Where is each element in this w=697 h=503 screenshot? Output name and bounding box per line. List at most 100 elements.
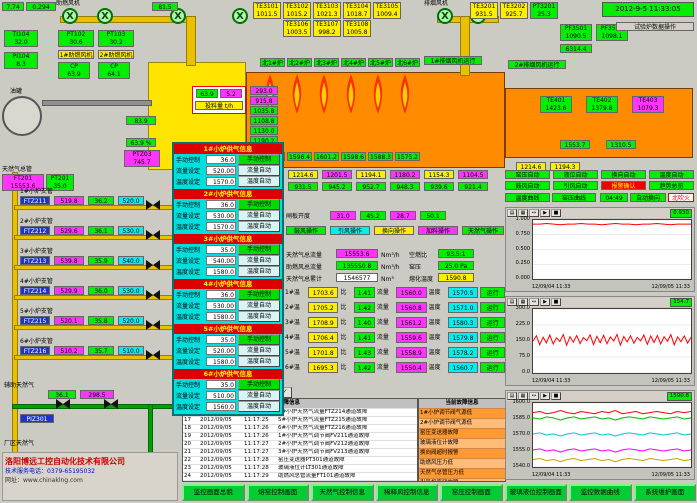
burner-gas-value[interactable]: 35.0	[206, 245, 236, 254]
blower-auto-button[interactable]: 鼓风自动	[505, 181, 550, 190]
burner-gas-value[interactable]: 1560.0	[206, 402, 236, 411]
chart-span-icon[interactable]: ↔	[529, 298, 539, 306]
burner-mode-button[interactable]: 温度自动	[238, 356, 280, 367]
fault-row[interactable]: 引风机变频故障	[419, 478, 505, 481]
burner-gas-value[interactable]: 530.00	[206, 301, 236, 310]
valve-icon[interactable]	[146, 320, 160, 330]
nav-button-3[interactable]: 天然气控制信息	[311, 484, 374, 501]
nav-button-6[interactable]: 玻璃液位控制画面	[504, 484, 567, 501]
fault-row[interactable]: 1#小炉调节阀气源低	[419, 408, 505, 418]
burner-mode-button[interactable]: 流量自动	[238, 255, 280, 266]
burner-gas-value[interactable]: 1570.0	[206, 222, 236, 231]
burner-mode-button[interactable]: 手动控制	[238, 379, 280, 390]
reversal-op-button[interactable]: 换向操作	[374, 226, 414, 235]
burner-gas-value[interactable]: 1580.0	[206, 267, 236, 276]
nav-button-1[interactable]: 监控画面总貌	[182, 484, 245, 501]
burner-mode-button[interactable]: 流量自动	[238, 210, 280, 221]
burner-gas-value[interactable]: 520.00	[206, 166, 236, 175]
chart-play-icon[interactable]: ▶	[540, 298, 550, 306]
burner-mode-button[interactable]: 流量自动	[238, 165, 280, 176]
chart-stop-icon[interactable]: ■	[551, 392, 561, 400]
burner-mode-button[interactable]: 温度自动	[238, 176, 280, 187]
burner-mode-button[interactable]: 手动控制	[238, 199, 280, 210]
nav-button-7[interactable]: 监控数据曲线	[569, 484, 632, 501]
exhaust-op-button[interactable]: 引风操作	[330, 226, 370, 235]
valve-icon[interactable]	[56, 399, 70, 409]
temp-curve-button[interactable]: 温度曲线	[505, 193, 550, 202]
chart-stop-icon[interactable]: ■	[551, 298, 561, 306]
alarm-ack-button[interactable]: 报警确认	[601, 181, 646, 190]
trend-overview-button[interactable]: 趋势总览	[649, 181, 694, 190]
test-data-button[interactable]: 试验炉数据操作	[616, 22, 694, 31]
nav-button-5[interactable]: 窑压控制画面	[440, 484, 503, 501]
chart-stop-icon[interactable]: ■	[551, 209, 561, 217]
fault-row[interactable]: 玻璃液位计故障	[419, 438, 505, 448]
fault-row[interactable]: 天然气总管压力低	[419, 468, 505, 478]
temperature-auto-button[interactable]: 温度自动	[649, 170, 694, 179]
burner-gas-value[interactable]: 530.00	[206, 211, 236, 220]
pressure-curve-button[interactable]: 窑压曲线	[552, 193, 596, 202]
valve-icon[interactable]	[146, 200, 160, 210]
fault-row[interactable]: 换向阀超时报警	[419, 448, 505, 458]
burner-gas-value[interactable]: 520.00	[206, 346, 236, 355]
fault-row[interactable]: 助燃风压力低	[419, 458, 505, 468]
gas-op-button[interactable]: 天然气操作	[462, 226, 504, 235]
burner-gas-value[interactable]: 1570.0	[206, 177, 236, 186]
chart-grid-icon[interactable]: ▦	[518, 392, 528, 400]
valve-icon[interactable]	[104, 399, 118, 409]
kiln-pressure-auto-button[interactable]: 窑压自动	[505, 170, 550, 179]
chart-span-icon[interactable]: ↔	[529, 209, 539, 217]
burner-gas-value[interactable]: 36.0	[206, 155, 236, 164]
chart-play-icon[interactable]: ▶	[540, 209, 550, 217]
nav-button-2[interactable]: 熔窑控制画面	[246, 484, 309, 501]
burner-gas-value[interactable]: 510.00	[206, 391, 236, 400]
chart-play-icon[interactable]: ▶	[540, 392, 550, 400]
nav-button-8[interactable]: 系统维护画面	[633, 484, 696, 501]
burner-gas-value[interactable]: 35.0	[206, 335, 236, 344]
fault-row[interactable]: 窑压变送器故障	[419, 428, 505, 438]
burner-mode-button[interactable]: 流量自动	[238, 345, 280, 356]
burner-mode-button[interactable]: 手动控制	[238, 334, 280, 345]
feeder-op-button[interactable]: 加料操作	[418, 226, 458, 235]
burner-gas-value[interactable]: 35.0	[206, 380, 236, 389]
fault-row[interactable]: 2#小炉调节阀气源低	[419, 418, 505, 428]
burner-mode-button[interactable]: 温度自动	[238, 401, 280, 412]
burner-gas-value[interactable]: 36.0	[206, 290, 236, 299]
reversal-auto-button[interactable]: 换向自动	[601, 170, 646, 179]
chart-grid-icon[interactable]: ▦	[518, 209, 528, 217]
chart-menu-icon[interactable]: ▤	[507, 298, 517, 306]
valve-icon[interactable]	[146, 290, 160, 300]
burner-gas-value[interactable]: 1580.0	[206, 357, 236, 366]
burner-gas-value[interactable]: 540.00	[206, 256, 236, 265]
level-auto-button[interactable]: 液位自动	[553, 170, 598, 179]
valve-icon[interactable]	[146, 350, 160, 360]
burner-mode-button[interactable]: 流量自动	[238, 300, 280, 311]
burner-mode-button[interactable]: 手动控制	[238, 154, 280, 165]
valve-icon[interactable]	[146, 260, 160, 270]
burner-mode-button[interactable]: 温度自动	[238, 266, 280, 277]
chart-menu-icon[interactable]: ▤	[507, 392, 517, 400]
burner-mode-button[interactable]: 温度自动	[238, 311, 280, 322]
chart-grid-icon[interactable]: ▦	[518, 298, 528, 306]
exhaust-auto-button[interactable]: 引风自动	[553, 181, 598, 190]
burner-mode-button[interactable]: 温度自动	[238, 221, 280, 232]
chart-menu-icon[interactable]: ▤	[507, 209, 517, 217]
burner-mode-button[interactable]: 手动控制	[238, 289, 280, 300]
blower-op-button[interactable]: 鼓风操作	[286, 226, 326, 235]
burner-mode-button[interactable]: 手动控制	[238, 244, 280, 255]
burner-gas-value[interactable]: 1580.0	[206, 312, 236, 321]
nav-button-4[interactable]: 稀释风控制信息	[375, 484, 438, 501]
burner-gas-value[interactable]: 36.0	[206, 200, 236, 209]
burner-mode-button[interactable]: 流量自动	[238, 390, 280, 401]
chart-span-icon[interactable]: ↔	[529, 392, 539, 400]
valve-icon[interactable]	[146, 230, 160, 240]
